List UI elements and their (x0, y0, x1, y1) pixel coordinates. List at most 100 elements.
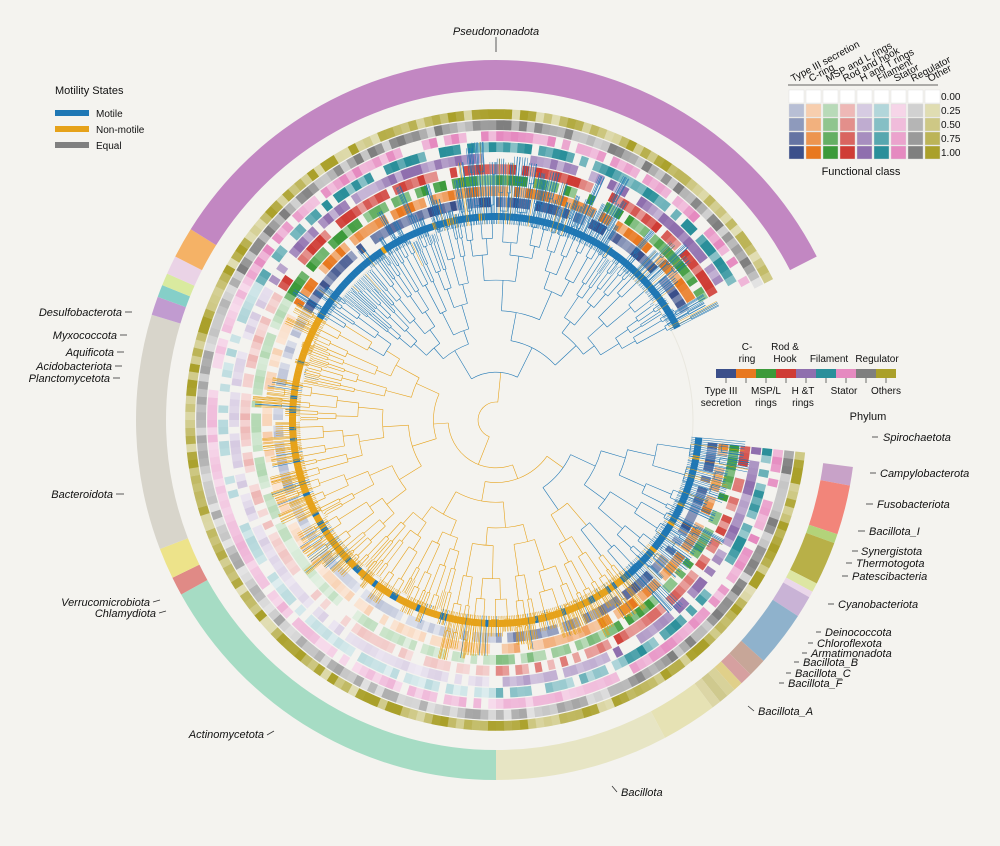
tree-branch (531, 203, 536, 227)
motility-state-cell (634, 271, 643, 279)
tree-branch (555, 565, 564, 585)
phylum-label-thermotogota: Thermotogota (856, 558, 924, 570)
functional-legend-cell (805, 89, 822, 104)
heatmap-cell-ring-6 (443, 134, 453, 146)
tree-connector (422, 309, 429, 314)
tree-branch (509, 242, 512, 256)
tree-branch (581, 287, 591, 299)
heatmap-cell-ring-3 (310, 589, 323, 601)
heatmap-cell-ring-2 (438, 180, 448, 192)
tree-connector (336, 396, 338, 408)
heatmap-cell-ring-6 (351, 661, 363, 674)
tree-leaf-branch (433, 217, 439, 233)
heatmap-cell-ring-5 (731, 541, 744, 553)
heatmap-cell-ring-3 (559, 655, 569, 668)
motility-state-cell (326, 534, 335, 542)
tree-branch (546, 455, 564, 468)
tree-leaf-branch (629, 249, 655, 277)
heatmap-cell-ring-2 (251, 425, 262, 433)
heatmap-cell-ring-8 (463, 719, 473, 730)
tree-branch (451, 210, 458, 239)
tree-leaf-branch (663, 521, 706, 547)
tree-branch (715, 471, 728, 475)
tree-branch (353, 537, 368, 552)
tree-branch (418, 592, 431, 623)
heatmap-cell-ring-2 (251, 413, 262, 420)
heatmap-cell-ring-6 (712, 238, 726, 251)
heatmap-cell-ring-8 (190, 474, 202, 485)
heatmap-cell-ring-3 (725, 502, 738, 512)
tree-leaf-branch (299, 526, 332, 548)
tree-leaf-branch (671, 507, 683, 514)
heatmap-cell-ring-8 (249, 603, 263, 616)
heatmap-cell-ring-0 (351, 581, 362, 594)
heatmap-cell-ring-2 (251, 419, 262, 427)
tree-branch (568, 603, 581, 633)
motility-state-cell (414, 604, 422, 612)
heatmap-cell-ring-8 (566, 117, 577, 130)
tree-branch (450, 520, 457, 536)
ring-order-bar (716, 369, 896, 383)
heatmap-cell-ring-5 (245, 535, 258, 547)
heatmap-cell-ring-3 (385, 641, 396, 654)
tree-branch (472, 625, 477, 656)
tree-leaf-branch (519, 157, 529, 226)
heatmap-cell-ring-2 (272, 314, 284, 325)
heatmap-cell-ring-2 (628, 610, 640, 622)
heatmap-cell-ring-8 (666, 163, 679, 177)
heatmap-cell-ring-3 (373, 636, 385, 648)
tree-leaf-branch (678, 490, 708, 503)
heatmap-cell-ring-4 (268, 554, 281, 566)
heatmap-cell-ring-7 (660, 172, 673, 186)
heatmap-cell-ring-8 (679, 173, 692, 187)
tree-leaf-branch (282, 477, 309, 487)
heatmap-cell-ring-5 (578, 155, 589, 168)
heatmap-cell-ring-2 (633, 606, 646, 619)
heatmap-cell-ring-5 (558, 678, 568, 691)
heatmap-cell-ring-3 (362, 629, 373, 642)
tree-branch (460, 605, 466, 639)
heatmap-cell-ring-2 (337, 229, 349, 242)
heatmap-cell-ring-3 (340, 615, 352, 627)
tree-branch (341, 556, 360, 576)
tree-branch (527, 625, 533, 650)
tree-branch (329, 342, 348, 352)
heatmap-cell-ring-8 (439, 112, 450, 125)
heatmap-cell-ring-4 (242, 499, 254, 510)
heatmap-cell-ring-4 (307, 226, 320, 239)
heatmap-cell-ring-3 (462, 663, 471, 675)
phylum-arc-spirochaetota (820, 463, 853, 486)
tree-branch (689, 455, 720, 462)
heatmap-cell-ring-8 (244, 230, 258, 244)
heatmap-cell-ring-8 (276, 632, 289, 646)
tree-leaf-branch (278, 499, 318, 518)
tree-branch (379, 291, 393, 306)
tree-leaf-branch (451, 209, 457, 229)
heatmap-cell-ring-2 (689, 547, 702, 559)
tree-leaf-branch (597, 224, 616, 253)
tree-leaf-branch (262, 437, 301, 442)
heatmap-cell-ring-4 (657, 212, 670, 225)
tree-leaf-branch (436, 199, 445, 231)
tree-leaf-branch (502, 615, 504, 632)
tree-leaf-branch (407, 580, 416, 596)
heatmap-cell-ring-8 (743, 583, 757, 597)
heatmap-cell-ring-2 (290, 281, 303, 293)
heatmap-cell-ring-2 (596, 629, 608, 642)
heatmap-cell-ring-1 (447, 190, 456, 201)
heatmap-cell-ring-4 (387, 654, 398, 667)
tree-leaf-branch (274, 483, 311, 497)
heatmap-cell-ring-8 (265, 205, 278, 219)
heatmap-cell-ring-4 (240, 492, 252, 503)
heatmap-cell-ring-2 (309, 572, 322, 584)
tree-branch (600, 275, 612, 290)
heatmap-cell-ring-0 (315, 284, 328, 295)
tree-branch (433, 347, 444, 359)
heatmap-cell-ring-3 (629, 205, 642, 218)
tree-branch (603, 274, 619, 293)
heatmap-cell-ring-4 (652, 208, 665, 221)
heatmap-cell-ring-8 (211, 542, 225, 554)
tree-leaf-branch (568, 601, 582, 633)
heatmap-cell-ring-3 (559, 172, 569, 185)
tree-branch (345, 471, 368, 481)
